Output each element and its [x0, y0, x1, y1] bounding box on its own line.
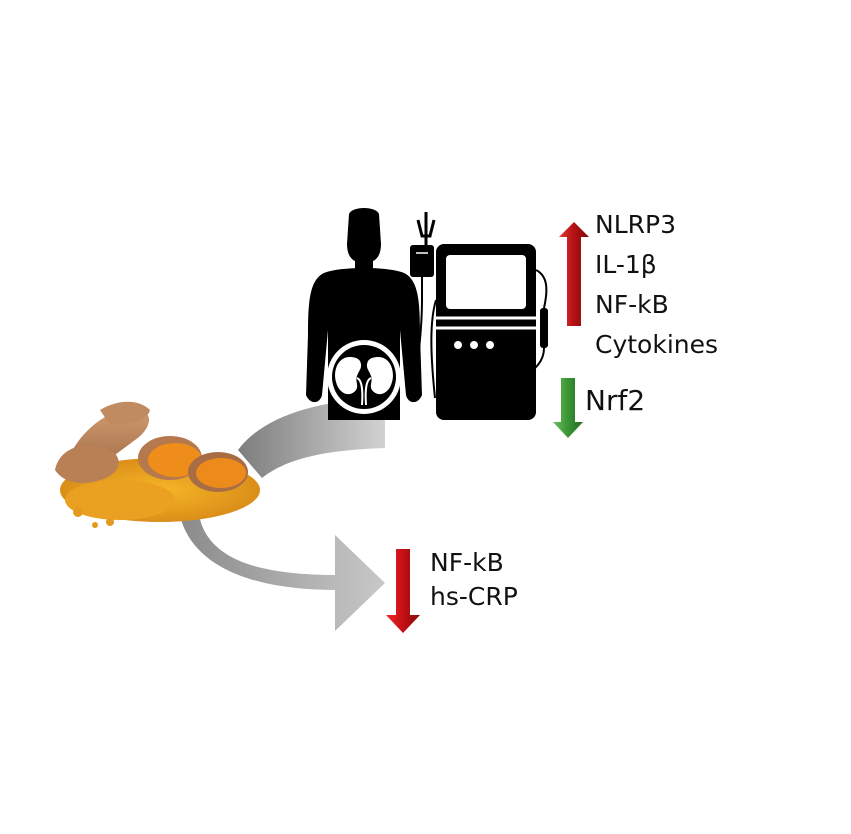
- marker-il1b: IL-1β: [595, 250, 657, 279]
- patient-silhouette-icon: [306, 208, 422, 420]
- curcumin-reduced-markers-list: NF-kB hs-CRP: [430, 546, 518, 614]
- marker-hscrp-reduced: hs-CRP: [430, 582, 518, 611]
- marker-nfkb-reduced: NF-kB: [430, 548, 504, 577]
- nrf2-down-arrow-icon: [553, 378, 583, 438]
- marker-nlrp3: NLRP3: [595, 210, 676, 239]
- curved-arrow-to-outcome: [178, 505, 385, 631]
- upregulation-arrow-icon: [559, 222, 589, 326]
- upregulated-markers-list: NLRP3 IL-1β NF-kB Cytokines: [595, 205, 718, 365]
- kidney-icon: [335, 357, 393, 406]
- marker-nfkb: NF-kB: [595, 290, 669, 319]
- curcumin-down-arrow-icon: [386, 549, 420, 633]
- turmeric-root-image: [55, 401, 260, 528]
- marker-cytokines: Cytokines: [595, 330, 719, 359]
- dialysis-machine-icon: [430, 244, 548, 420]
- marker-nrf2: Nrf2: [585, 384, 646, 417]
- iv-bag-icon: [410, 212, 436, 399]
